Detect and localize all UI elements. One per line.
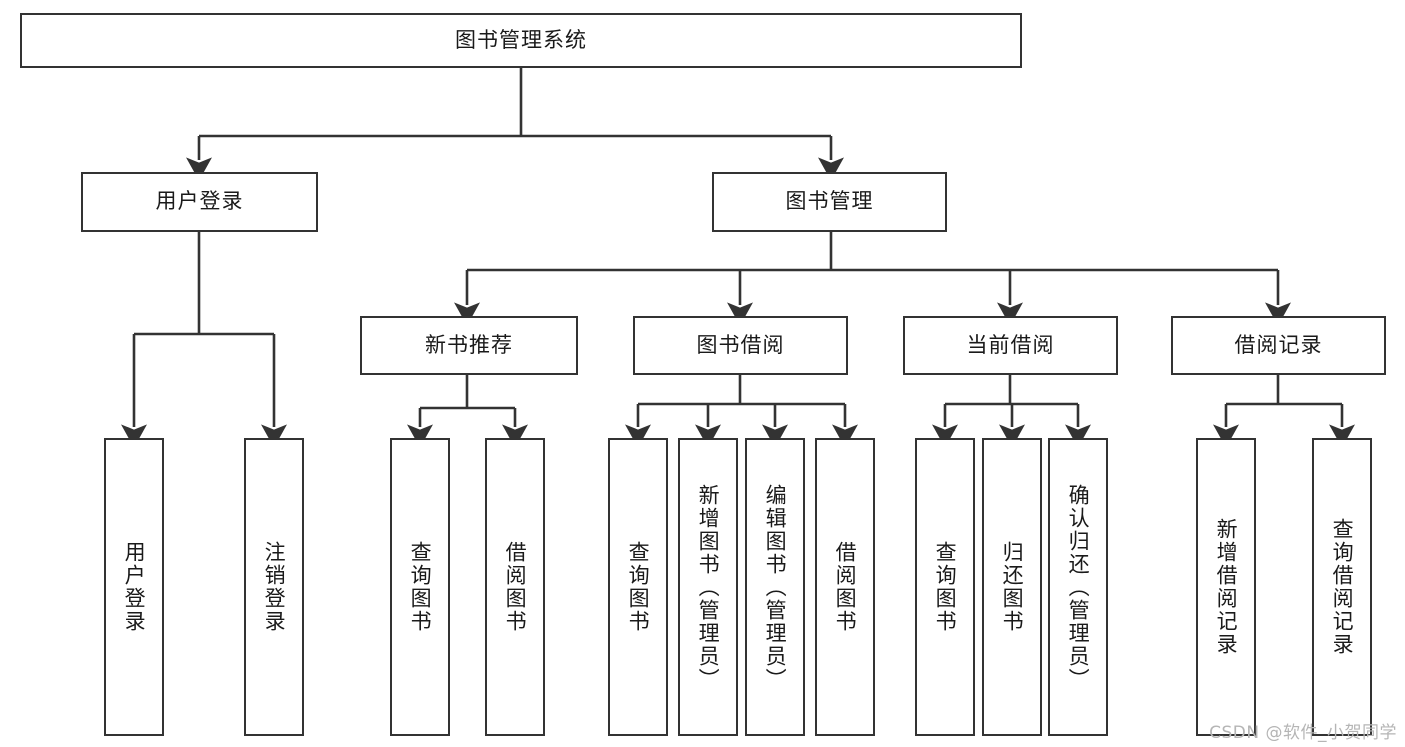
leaf-label: 用户登录 [122,541,147,633]
watermark: CSDN @软件_小贺同学 [1209,723,1397,743]
leaf-label: 注销登录 [262,541,287,633]
node-borrow-record-label: 借阅记录 [1234,332,1323,357]
node-new-book-recommend[interactable]: 新书推荐 [360,316,578,375]
node-user-login-label: 用户登录 [155,189,244,214]
leaf-recommend-query-book[interactable]: 查询图书 [390,438,450,736]
leaf-borrow-borrow-book[interactable]: 借阅图书 [815,438,875,736]
leaf-user-login-logout[interactable]: 注销登录 [244,438,304,736]
leaf-current-confirm-return-admin[interactable]: 确认归还（管理员） [1048,438,1108,736]
node-current-borrow-label: 当前借阅 [966,332,1055,357]
leaf-recommend-borrow-book[interactable]: 借阅图书 [485,438,545,736]
leaf-label: 借阅图书 [833,541,858,633]
leaf-label: 新增图书（管理员） [696,483,721,691]
leaf-label: 新增借阅记录 [1214,518,1239,656]
leaf-record-query-record[interactable]: 查询借阅记录 [1312,438,1372,736]
node-book-borrow[interactable]: 图书借阅 [633,316,848,375]
leaf-record-add-record[interactable]: 新增借阅记录 [1196,438,1256,736]
leaf-current-query-book[interactable]: 查询图书 [915,438,975,736]
node-book-management-label: 图书管理 [785,189,874,214]
leaf-label: 确认归还（管理员） [1066,483,1091,691]
node-borrow-record[interactable]: 借阅记录 [1171,316,1386,375]
leaf-borrow-edit-book-admin[interactable]: 编辑图书（管理员） [745,438,805,736]
leaf-label: 借阅图书 [503,541,528,633]
node-current-borrow[interactable]: 当前借阅 [903,316,1118,375]
leaf-label: 查询图书 [408,541,433,633]
leaf-label: 查询图书 [933,541,958,633]
leaf-label: 查询图书 [626,541,651,633]
leaf-label: 归还图书 [1000,541,1025,633]
node-book-management[interactable]: 图书管理 [712,172,947,232]
leaf-label: 查询借阅记录 [1330,518,1355,656]
leaf-label: 编辑图书（管理员） [763,483,788,691]
leaf-user-login-login[interactable]: 用户登录 [104,438,164,736]
node-book-borrow-label: 图书借阅 [696,332,785,357]
node-root-label: 图书管理系统 [455,27,587,52]
node-user-login[interactable]: 用户登录 [81,172,318,232]
leaf-borrow-query-book[interactable]: 查询图书 [608,438,668,736]
leaf-current-return-book[interactable]: 归还图书 [982,438,1042,736]
leaf-borrow-add-book-admin[interactable]: 新增图书（管理员） [678,438,738,736]
node-root[interactable]: 图书管理系统 [20,13,1022,68]
node-new-book-recommend-label: 新书推荐 [425,332,513,357]
